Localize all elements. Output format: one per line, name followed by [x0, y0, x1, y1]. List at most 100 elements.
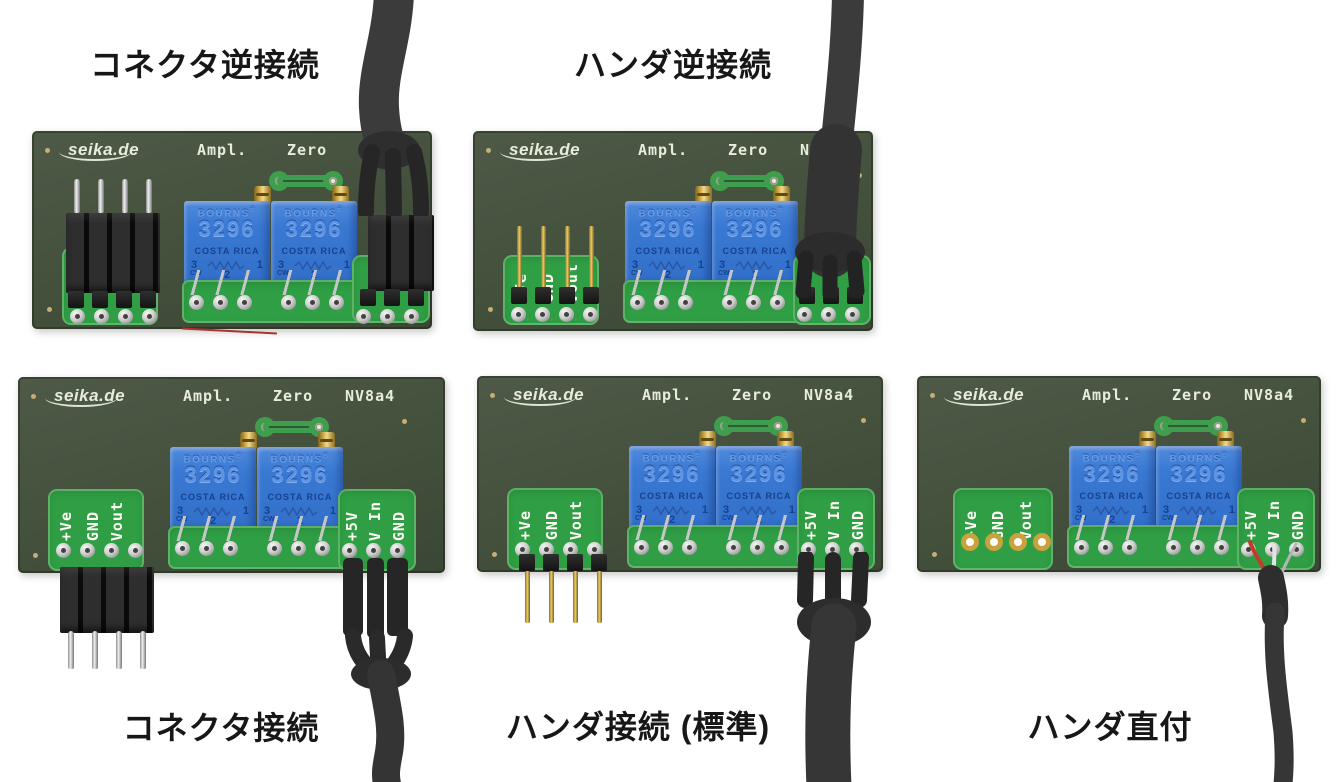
caption-bottom-middle: ハンダ接続 (標準): [505, 709, 771, 745]
pad-label: V In: [825, 499, 843, 540]
label-zero: Zero: [732, 386, 773, 404]
caption-top-left: コネクタ逆接続: [90, 47, 320, 83]
corner-holes: [930, 393, 935, 398]
cable-top-middle: [795, 0, 865, 298]
seika-swoosh: [45, 389, 117, 407]
trimmer-leads: [190, 270, 256, 295]
trimmer-origin: COSTA RICA: [722, 246, 788, 256]
resistor-symbol: [652, 505, 690, 515]
pad-label: Vout: [567, 499, 585, 540]
trimmer-leads: [635, 515, 701, 540]
seika-swoosh: [500, 143, 572, 161]
trimmer-leads: [631, 270, 697, 295]
pcb-board-solder-reversed: seika.de Ampl. Zero NV8a4 BOURNS® 3296 C…: [473, 131, 873, 331]
trimmer-origin: COSTA RICA: [1166, 491, 1232, 501]
trimmer-origin: COSTA RICA: [180, 492, 246, 502]
trimmer-screw: [699, 431, 716, 449]
trimmer-origin: COSTA RICA: [635, 246, 701, 256]
trimmer-screw: [777, 431, 794, 449]
solder-joints: [281, 295, 344, 310]
trimmer-brand: BOURNS®: [183, 453, 243, 466]
resistor-symbol: [1179, 505, 1217, 515]
trimmer-screw: [773, 186, 790, 204]
trimmer-origin: COSTA RICA: [1079, 491, 1145, 501]
trimmer-model: 3296: [198, 216, 256, 241]
trimmer-brand: BOURNS®: [270, 453, 330, 466]
trimmer-brand: BOURNS®: [197, 207, 257, 220]
trimmer-model: 3296: [1083, 461, 1141, 486]
connector-4pin-reversed: [66, 213, 160, 293]
pcb-board-solder-standard: seika.de Ampl. Zero NV8a4 BOURNS® 3296 C…: [477, 376, 883, 623]
trimmer-leads: [1075, 515, 1141, 540]
trimmer-model: 3296: [271, 462, 329, 487]
trimmer-screw: [318, 432, 335, 450]
pcb-board-direct-solder: seika.de Ampl. Zero NV8a4 BOURNS® 3296 C…: [917, 376, 1321, 572]
pad-label: +Ve: [516, 509, 534, 540]
solder-joints: [797, 307, 860, 322]
seika-swoosh: [504, 388, 576, 406]
resistor-symbol: [735, 260, 773, 270]
solder-joints: [56, 543, 143, 558]
trimmer-brand: BOURNS®: [284, 207, 344, 220]
pad-label: +5V: [343, 510, 361, 541]
solder-joints: [342, 543, 405, 558]
plated-holes: [961, 533, 1051, 551]
caption-top-middle: ハンダ逆接続: [573, 47, 773, 83]
pcb-board-connector: seika.de Ampl. Zero NV8a4 BOURNS® 3296 C…: [18, 377, 445, 669]
corner-holes: [31, 394, 36, 399]
seika-swoosh: [944, 388, 1016, 406]
trimmer-screw: [254, 186, 271, 204]
trimmer-leads: [176, 516, 242, 541]
label-model: NV8a4: [804, 386, 855, 404]
header-pins-up: [74, 179, 152, 213]
resistor-symbol: [739, 505, 777, 515]
header-pins-down: [525, 571, 602, 623]
pad-label: GND: [543, 509, 561, 540]
pad-label: +Ve: [57, 510, 75, 541]
trimmer-screw: [1217, 431, 1234, 449]
header-pins-down: [68, 631, 146, 669]
connector-3pin-reversed: [368, 215, 434, 291]
solder-joints: [634, 540, 697, 555]
solder-joints: [267, 541, 330, 556]
trimmer-origin: COSTA RICA: [726, 491, 792, 501]
label-ampl: Ampl.: [642, 386, 693, 404]
pad-label: GND: [390, 510, 408, 541]
connector-4pin-below: [60, 567, 154, 633]
solder-joints: [1166, 540, 1229, 555]
cable-bottom-right: [1248, 540, 1298, 782]
jumper-trace: [269, 171, 343, 191]
resistor-symbol: [207, 260, 245, 270]
solder-joints: [175, 541, 238, 556]
jumper-trace: [1154, 416, 1228, 436]
trimmer-screw: [332, 186, 349, 204]
trimmer-leads: [727, 515, 793, 540]
jumper-trace: [710, 171, 784, 191]
trimmer-model: 3296: [643, 461, 701, 486]
trimmer-brand: BOURNS®: [1169, 452, 1229, 465]
resistor-symbol: [280, 506, 318, 516]
trimmer-brand: BOURNS®: [638, 207, 698, 220]
pad-label: +5V: [802, 509, 820, 540]
solder-joints: [70, 309, 157, 324]
cable-top-left: [358, 0, 429, 216]
solder-joints: [356, 309, 419, 324]
trimmer-model: 3296: [1170, 461, 1228, 486]
trimmer-leads: [723, 270, 789, 295]
output-pad: +Ve GND Vout: [953, 488, 1053, 570]
pin-spacers: [360, 289, 424, 306]
pad-label: GND: [84, 510, 102, 541]
solder-joints: [726, 540, 789, 555]
resistor-symbol: [1092, 505, 1130, 515]
trimmer-screw: [1139, 431, 1156, 449]
label-zero: Zero: [728, 141, 769, 159]
trimmer-brand: BOURNS®: [725, 207, 785, 220]
